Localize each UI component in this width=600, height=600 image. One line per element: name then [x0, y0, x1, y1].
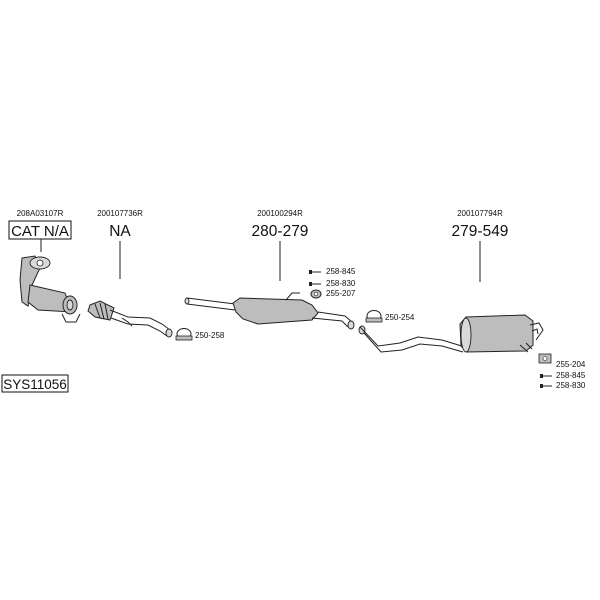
accessory-250-254[interactable]: 250-254: [365, 310, 415, 323]
oem-number-front-pipe: 200107736R: [97, 209, 143, 218]
front-pipe-part: [87, 300, 173, 338]
assembly-rear-silencer[interactable]: 200107794R 279-549: [358, 209, 544, 353]
hanger-icon: [538, 353, 552, 364]
accessory-258-845-bottom[interactable]: 258-845: [540, 371, 586, 380]
bolt-icon: [309, 282, 321, 286]
clamp-icon: [365, 310, 383, 323]
assembly-catalytic-converter[interactable]: 208A03107R CAT N/A: [8, 209, 81, 323]
part-number-front-pipe: NA: [109, 223, 131, 240]
accessory-label: 255-207: [326, 289, 356, 298]
accessory-255-204[interactable]: 255-204: [538, 353, 586, 369]
system-code-box: [1, 374, 69, 393]
part-number-rear-silencer: 279-549: [452, 223, 509, 240]
accessory-255-207[interactable]: 255-207: [310, 289, 356, 299]
accessory-258-830-top[interactable]: 258-830: [309, 279, 356, 288]
rear-silencer-part: [358, 314, 544, 353]
bolt-icon: [540, 374, 552, 378]
accessory-250-258[interactable]: 250-258: [175, 328, 225, 341]
assembly-front-pipe[interactable]: 200107736R NA: [87, 209, 173, 338]
accessory-label: 258-845: [326, 267, 356, 276]
system-code: SYS11056: [1, 374, 69, 393]
clamp-icon: [175, 328, 193, 341]
bolt-icon: [540, 384, 552, 388]
middle-silencer-part: [184, 292, 355, 330]
oem-number-middle-silencer: 200100294R: [257, 209, 303, 218]
accessory-label: 258-830: [556, 381, 586, 390]
catalytic-converter-part: [19, 255, 81, 323]
accessory-label: 250-258: [195, 331, 225, 340]
part-number-middle-silencer: 280-279: [252, 223, 309, 240]
bolt-icon: [309, 270, 321, 274]
system-code-label: SYS11056: [3, 377, 67, 392]
accessory-label: 258-845: [556, 371, 586, 380]
assembly-middle-silencer[interactable]: 200100294R 280-279: [184, 209, 355, 330]
gasket-icon: [310, 289, 322, 299]
part-number-box: [8, 220, 72, 240]
accessory-label: 250-254: [385, 313, 415, 322]
accessory-label: 258-830: [326, 279, 356, 288]
accessory-258-830-bottom[interactable]: 258-830: [540, 381, 586, 390]
accessory-258-845-top[interactable]: 258-845: [309, 267, 356, 276]
part-number-catalyst: CAT N/A: [11, 223, 69, 240]
accessory-label: 255-204: [556, 360, 586, 369]
oem-number-catalyst: 208A03107R: [17, 209, 64, 218]
oem-number-rear-silencer: 200107794R: [457, 209, 503, 218]
